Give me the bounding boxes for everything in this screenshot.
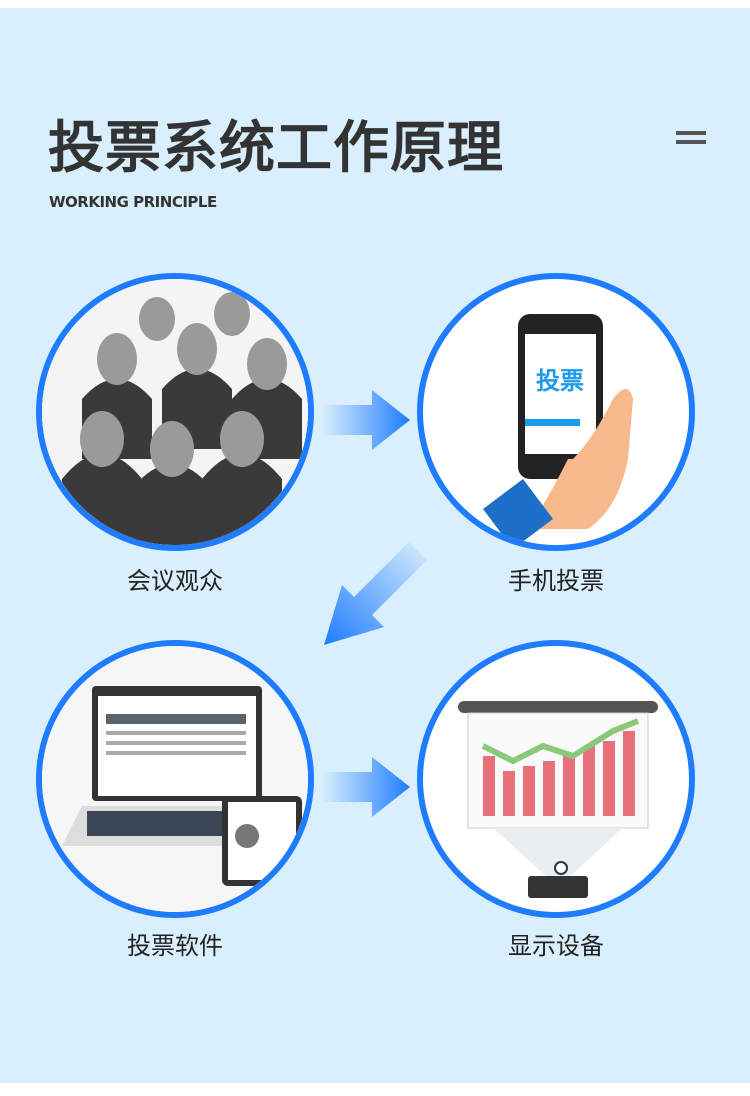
audience-circle (36, 273, 314, 551)
phone-screen-text: 投票 (536, 367, 584, 395)
arrow-down-left-icon (324, 542, 427, 645)
step-label-software: 投票软件 (127, 932, 223, 960)
software-circle (36, 640, 314, 918)
projector-circle (417, 640, 695, 918)
software-icon (42, 646, 308, 912)
audience-icon (42, 279, 308, 545)
phone-vote-circle: 投票 (417, 273, 695, 551)
arrow-right-icon (322, 757, 410, 817)
menu-icon[interactable] (676, 131, 706, 145)
step-label-display: 显示设备 (508, 932, 604, 960)
phone-vote-icon: 投票 (483, 314, 633, 545)
projector-icon (458, 701, 658, 898)
page-subtitle: WORKING PRINCIPLE (49, 193, 217, 211)
step-label-phone-vote: 手机投票 (508, 567, 604, 595)
page-title: 投票系统工作原理 (48, 116, 504, 181)
step-label-audience: 会议观众 (127, 567, 223, 595)
arrow-right-icon (322, 390, 410, 450)
